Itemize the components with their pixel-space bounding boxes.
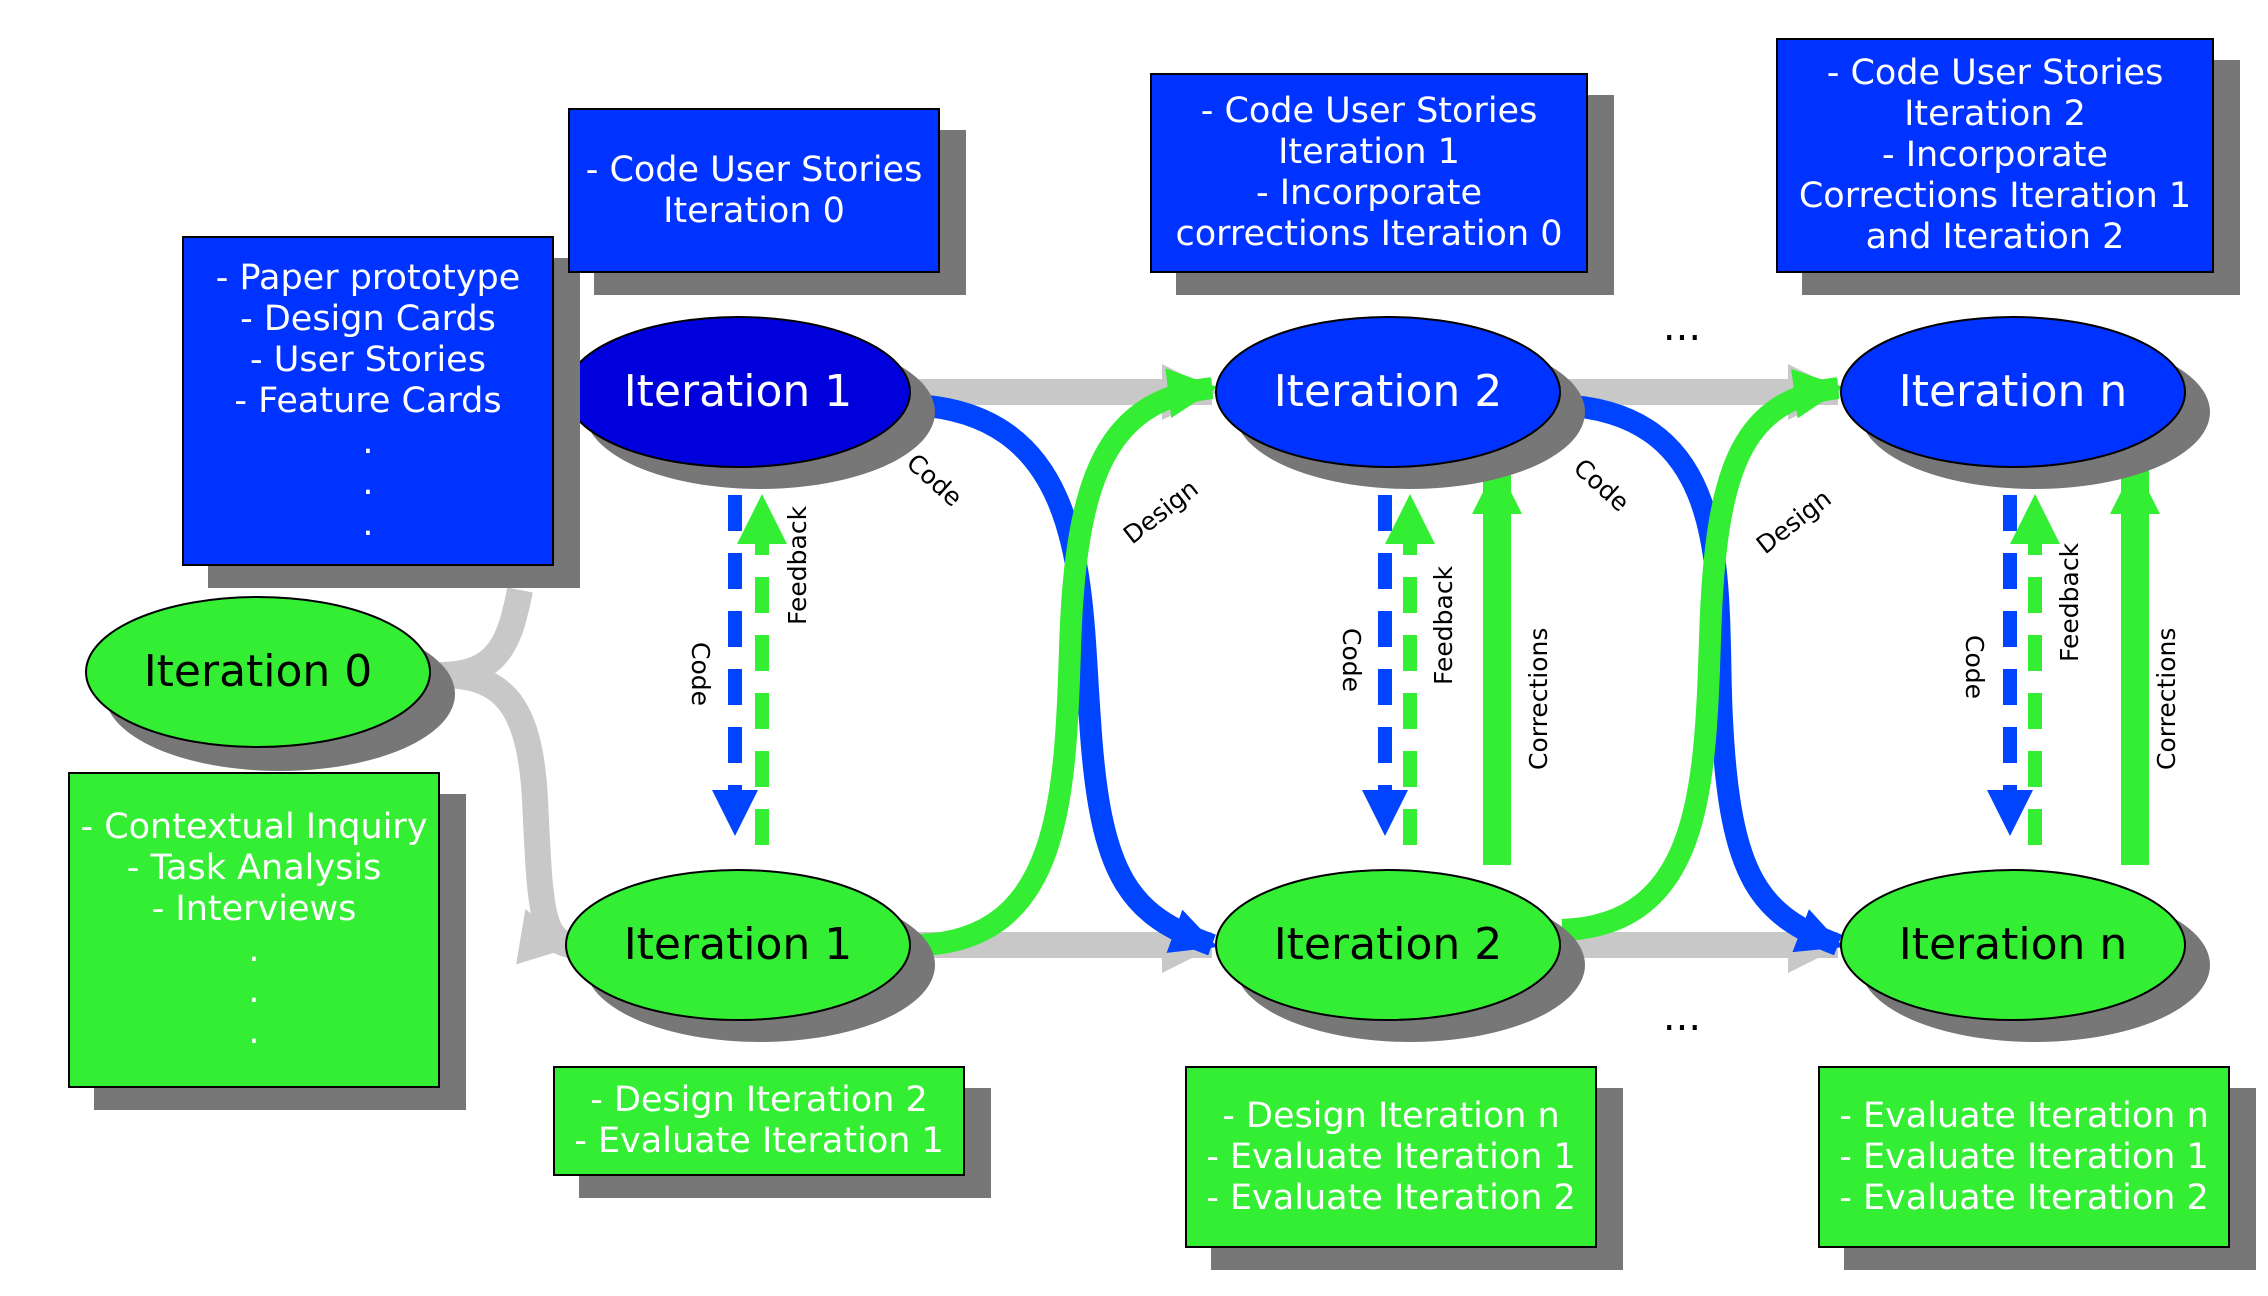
box-line: - Evaluate Iteration 1: [574, 1121, 944, 1161]
box-line: - Task Analysis: [126, 848, 382, 888]
box-line: - Evaluate Iteration n: [1839, 1095, 2209, 1136]
node-label: Iteration n: [1899, 366, 2128, 417]
box-line: and Iteration 2: [1865, 217, 2125, 257]
arrow-labels: Code Design Code Design Code Feedback Co…: [686, 448, 2181, 770]
node-label: Iteration 2: [1274, 919, 1503, 970]
ellipsis-bottom: ...: [1663, 994, 1701, 1040]
vertical-code-arrows: [712, 495, 2033, 836]
node-top-iteration1: Iteration 1: [565, 316, 911, 468]
node-label: Iteration n: [1899, 919, 2128, 970]
box-line: corrections Iteration 0: [1175, 214, 1563, 254]
node-bottom-iterationn: Iteration n: [1840, 869, 2186, 1021]
box-design-iterationn: - Design Iteration n- Evaluate Iteration…: [1185, 1066, 1597, 1248]
code-label: Code: [1960, 635, 1989, 699]
box-line: .: [362, 462, 374, 503]
box-design-iteration2: - Design Iteration 2- Evaluate Iteration…: [553, 1066, 965, 1176]
ellipsis-top: ...: [1663, 304, 1701, 350]
box-line: - Design Cards: [240, 298, 496, 339]
box-contextual-inquiry: - Contextual Inquiry- Task Analysis- Int…: [68, 772, 440, 1088]
box-line: Iteration 2: [1904, 94, 2086, 134]
node-label: Iteration 2: [1274, 366, 1503, 417]
node-top-iteration2: Iteration 2: [1215, 316, 1561, 468]
node-label: Iteration 0: [144, 646, 373, 697]
box-line: .: [362, 421, 374, 462]
box-line: - User Stories: [250, 339, 486, 380]
box-line: .: [248, 1012, 260, 1052]
node-iteration0: Iteration 0: [85, 596, 431, 748]
design-label: Design: [1118, 474, 1204, 550]
box-line: Iteration 1: [1278, 132, 1460, 172]
design-curves: [919, 368, 1844, 956]
code-label: Code: [686, 642, 715, 706]
box-line: - Evaluate Iteration 1: [1206, 1136, 1576, 1177]
node-label: Iteration 1: [624, 919, 853, 970]
box-line: - Incorporate: [1881, 135, 2109, 175]
feedback-label: Feedback: [2055, 542, 2084, 662]
feedback-label: Feedback: [783, 505, 812, 625]
box-line: - Evaluate Iteration 1: [1839, 1136, 2209, 1177]
code-label: Code: [1568, 453, 1635, 517]
design-label: Design: [1751, 484, 1837, 560]
box-line: - Design Iteration 2: [590, 1080, 928, 1120]
box-line: .: [362, 503, 374, 544]
box-line: - Incorporate: [1255, 173, 1483, 213]
corrections-label: Corrections: [1524, 628, 1553, 770]
feedback-label: Feedback: [1429, 565, 1458, 685]
corrections-arrows: [1472, 464, 2160, 865]
box-paper-prototype: - Paper prototype- Design Cards- User St…: [182, 236, 554, 566]
box-line: - Feature Cards: [234, 380, 502, 421]
node-bottom-iteration1: Iteration 1: [565, 869, 911, 1021]
box-line: .: [248, 971, 260, 1011]
box-line: Iteration 0: [663, 190, 845, 231]
node-label: Iteration 1: [624, 366, 853, 417]
box-line: - Code User Stories: [1826, 53, 2164, 93]
box-line: - Evaluate Iteration 2: [1206, 1177, 1576, 1218]
box-line: Corrections Iteration 1: [1798, 176, 2192, 216]
box-line: - Interviews: [151, 889, 357, 929]
code-label: Code: [1337, 628, 1366, 692]
box-line: - Contextual Inquiry: [80, 807, 428, 847]
code-label: Code: [901, 448, 968, 512]
box-evaluate-iterationn: - Evaluate Iteration n- Evaluate Iterati…: [1818, 1066, 2230, 1248]
vertical-feedback-arrows: [737, 494, 2060, 845]
box-line: - Paper prototype: [215, 257, 521, 298]
box-line: - Code User Stories: [585, 149, 923, 190]
box-line: - Code User Stories: [1200, 91, 1538, 131]
box-line: - Design Iteration n: [1222, 1095, 1560, 1136]
iteration0-fork-arrows: [439, 587, 576, 965]
box-line: - Evaluate Iteration 2: [1839, 1177, 2209, 1218]
code-curves: [914, 394, 1844, 956]
node-bottom-iteration2: Iteration 2: [1215, 869, 1561, 1021]
node-top-iterationn: Iteration n: [1840, 316, 2186, 468]
corrections-label: Corrections: [2152, 628, 2181, 770]
box-line: .: [248, 930, 260, 970]
